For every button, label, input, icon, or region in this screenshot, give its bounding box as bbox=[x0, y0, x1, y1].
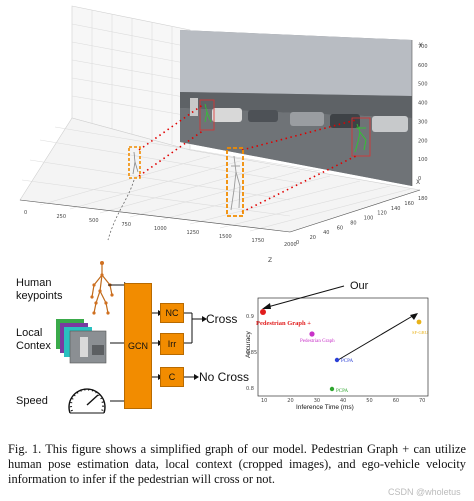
scene-image-plane bbox=[180, 30, 412, 186]
scatter-x-tick-4: 50 bbox=[366, 398, 372, 404]
watermark: CSDN @wholetus bbox=[388, 487, 461, 497]
y-tick-3: 300 bbox=[418, 119, 428, 125]
scatter-x-tick-2: 30 bbox=[314, 398, 320, 404]
nc-label: NC bbox=[165, 308, 179, 318]
gcn-label: GCN bbox=[128, 341, 148, 351]
z-tick-1: 20 bbox=[310, 235, 316, 241]
y-tick-0: 0 bbox=[418, 176, 421, 182]
cross-output-label: Cross bbox=[206, 312, 238, 326]
scatter-svg: 10 20 30 40 50 60 70 0.8 0.85 0.9 Pedestrian Grap… bbox=[245, 280, 429, 411]
scatter-y-tick-1: 0.85 bbox=[246, 350, 257, 356]
depth-curve bbox=[107, 179, 135, 241]
c-label: C bbox=[168, 372, 176, 382]
scatter-y-tick-2: 0.9 bbox=[246, 314, 254, 320]
y-tick-5: 500 bbox=[418, 82, 428, 88]
y-ticks: 0 100 200 300 400 500 600 700 bbox=[418, 44, 428, 182]
z-tick-0: 0 bbox=[296, 240, 299, 246]
z-tick-7: 140 bbox=[391, 206, 401, 212]
point-pcpa-blue bbox=[334, 357, 340, 363]
scatter-ticks: 10 20 30 40 50 60 70 0.8 0.85 0.9 bbox=[246, 314, 425, 404]
scatter-x-tick-1: 20 bbox=[287, 398, 293, 404]
z-tick-6: 120 bbox=[377, 211, 387, 217]
point-pcpa-green bbox=[329, 386, 335, 392]
y-tick-7: 700 bbox=[418, 44, 428, 50]
z-tick-2: 40 bbox=[323, 230, 329, 236]
irr-block: Irr bbox=[160, 333, 184, 355]
z-tick-8: 160 bbox=[404, 201, 414, 207]
accuracy-vs-time-plot: 10 20 30 40 50 60 70 0.8 0.85 0.9 Pedestrian Grap… bbox=[244, 272, 472, 422]
point-pedestrian-graph-plus bbox=[260, 309, 266, 315]
x-tick-8: 2000 bbox=[284, 242, 297, 248]
gcn-block: GCN bbox=[124, 283, 152, 409]
x-tick-1: 250 bbox=[57, 214, 67, 220]
scatter-x-tick-6: 70 bbox=[419, 398, 425, 404]
y-axis-label: Accuracy bbox=[245, 331, 252, 358]
x-tick-2: 500 bbox=[89, 218, 99, 224]
z-tick-5: 100 bbox=[364, 216, 374, 222]
local-context-images bbox=[56, 319, 107, 364]
keypoint-projection-lines bbox=[138, 103, 357, 213]
keypoint-skeleton-icon bbox=[90, 261, 114, 315]
label-pcpa-blue: PCPA bbox=[341, 359, 353, 364]
x-axis-label: Inference Time (ms) bbox=[296, 404, 354, 411]
x-tick-4: 1000 bbox=[154, 226, 167, 232]
scatter-x-tick-3: 40 bbox=[340, 398, 346, 404]
floor-grid bbox=[19, 117, 421, 233]
label-sf-gru: SF-GRU bbox=[412, 330, 429, 335]
speedometer-icon bbox=[68, 388, 106, 414]
label-pedestrian-graph-plus: Pedestrian Graph + bbox=[256, 320, 311, 327]
nc-block: NC bbox=[160, 303, 184, 323]
x-tick-6: 1500 bbox=[219, 234, 232, 240]
x-axis-letter: X bbox=[416, 179, 420, 186]
point-pedestrian-graph bbox=[309, 331, 315, 337]
scatter-y-tick-0: 0.8 bbox=[246, 386, 254, 392]
scatter-x-tick-5: 60 bbox=[393, 398, 399, 404]
y-axis-letter: Y bbox=[418, 42, 423, 49]
keypoints-label: Human keypoints bbox=[16, 277, 63, 302]
y-tick-4: 400 bbox=[418, 101, 428, 107]
small-skeleton-box bbox=[128, 146, 141, 179]
x-ticks: 0 250 500 750 1000 1250 1500 1750 2000 bbox=[24, 210, 297, 248]
large-skeleton-box bbox=[226, 147, 244, 217]
model-diagram: Human keypoints Local Contex Speed bbox=[0, 255, 250, 425]
scatter-x-tick-0: 10 bbox=[261, 398, 267, 404]
point-sf-gru bbox=[416, 319, 422, 325]
our-annotation: Our bbox=[350, 280, 369, 292]
figure-caption: Fig. 1. This figure shows a simplified g… bbox=[8, 442, 466, 486]
context-label: Local Contex bbox=[16, 327, 51, 352]
y-tick-2: 200 bbox=[418, 138, 428, 144]
z-tick-3: 60 bbox=[337, 225, 343, 231]
no-cross-output-label: No Cross bbox=[199, 370, 250, 384]
back-wall-grid bbox=[71, 5, 191, 151]
x-tick-5: 1250 bbox=[187, 230, 200, 236]
z-tick-9: 180 bbox=[418, 196, 428, 202]
axis-frame bbox=[19, 40, 421, 233]
c-block: C bbox=[160, 367, 184, 387]
x-tick-0: 0 bbox=[24, 210, 27, 216]
y-tick-1: 100 bbox=[418, 157, 428, 163]
speed-label: Speed bbox=[16, 395, 48, 407]
x-tick-7: 1750 bbox=[252, 238, 265, 244]
label-pedestrian-graph: Pedestrian Graph bbox=[300, 339, 335, 344]
x-tick-3: 750 bbox=[122, 222, 132, 228]
y-tick-6: 600 bbox=[418, 63, 428, 69]
z-axis-letter: Z bbox=[268, 257, 272, 262]
irr-label: Irr bbox=[167, 339, 177, 349]
z-tick-4: 80 bbox=[350, 220, 356, 226]
label-pcpa-green: PCPA bbox=[336, 389, 348, 394]
